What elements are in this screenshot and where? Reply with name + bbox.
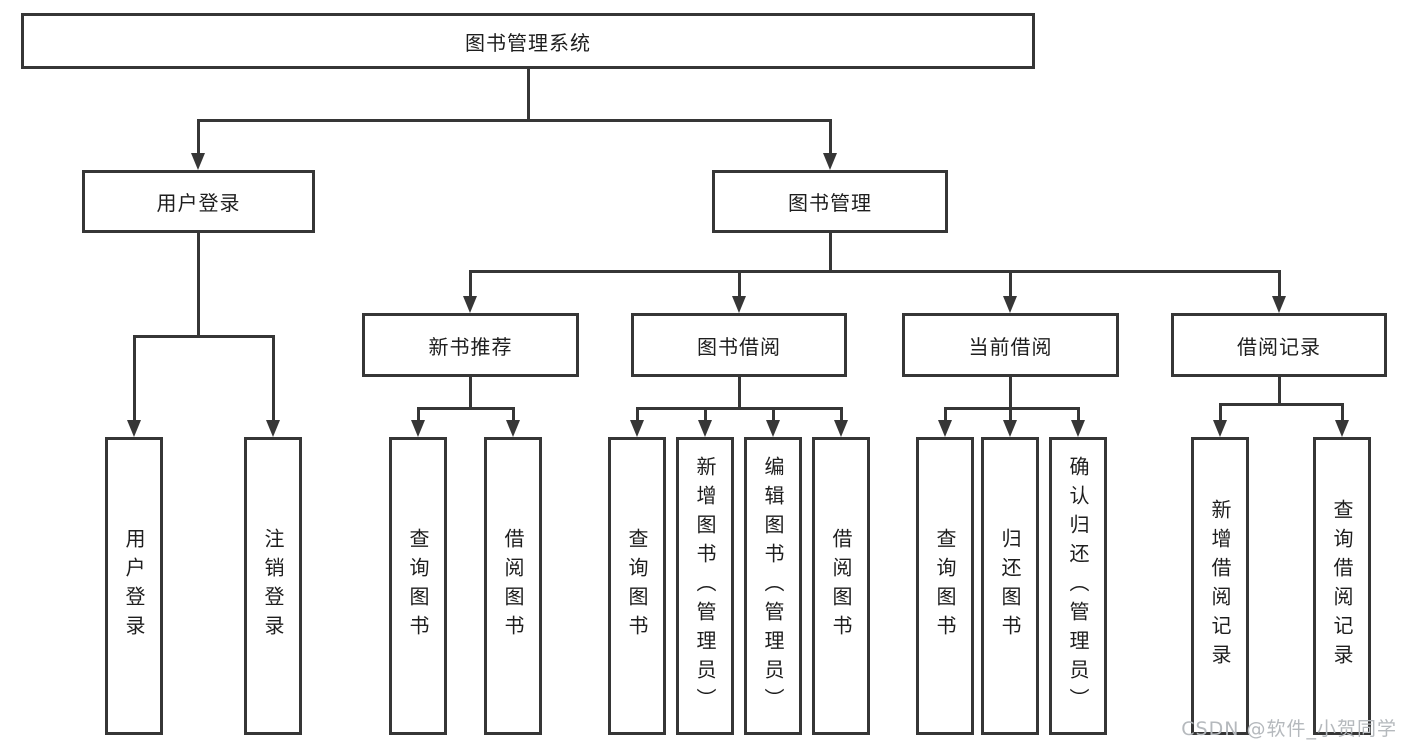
arrow-down-icon — [766, 420, 780, 437]
node-new-book-recommend: 新书推荐 — [362, 313, 579, 377]
connector-line — [527, 68, 530, 119]
leaf-query-borrow-record-label: 查询借阅记录 — [1330, 499, 1354, 673]
connector-line — [738, 270, 741, 297]
arrow-down-icon — [1003, 420, 1017, 437]
leaf-edit-book-admin: 编辑图书（管理员） — [744, 437, 802, 735]
leaf-confirm-return-admin-label: 确认归还（管理员） — [1066, 455, 1090, 717]
node-borrow-records-label: 借阅记录 — [1237, 334, 1321, 359]
leaf-add-book-admin-label: 新增图书（管理员） — [693, 455, 717, 717]
leaf-query-books-current-label: 查询图书 — [933, 528, 957, 644]
connector-line — [636, 407, 843, 410]
leaf-query-borrow-record: 查询借阅记录 — [1313, 437, 1371, 735]
node-book-management-label: 图书管理 — [788, 191, 872, 215]
connector-line — [197, 233, 200, 335]
leaf-borrow-books-recommend-label: 借阅图书 — [501, 528, 525, 644]
connector-line — [738, 377, 741, 407]
leaf-return-books-label: 归还图书 — [998, 528, 1022, 644]
connector-line — [944, 407, 1080, 410]
arrow-down-icon — [411, 420, 425, 437]
connector-line — [1341, 403, 1344, 421]
connector-line — [1219, 403, 1343, 406]
leaf-query-books-recommend-label: 查询图书 — [406, 528, 430, 644]
connector-line — [469, 270, 472, 297]
connector-line — [829, 233, 832, 270]
node-book-borrowing-label: 图书借阅 — [697, 334, 781, 359]
node-root: 图书管理系统 — [21, 13, 1035, 69]
leaf-edit-book-admin-label: 编辑图书（管理员） — [761, 455, 785, 717]
arrow-down-icon — [127, 420, 141, 437]
arrow-down-icon — [823, 153, 837, 170]
node-user-login-label: 用户登录 — [156, 191, 241, 215]
node-user-login: 用户登录 — [82, 170, 315, 233]
arrow-down-icon — [834, 420, 848, 437]
connector-line — [1009, 270, 1012, 297]
connector-line — [1278, 377, 1281, 404]
arrow-down-icon — [938, 420, 952, 437]
csdn-watermark: CSDN @软件_小贺同学 — [1181, 718, 1397, 740]
connector-line — [704, 407, 707, 421]
connector-line — [133, 335, 136, 421]
arrow-down-icon — [630, 420, 644, 437]
leaf-query-books-borrow-label: 查询图书 — [625, 528, 649, 644]
arrow-down-icon — [1071, 420, 1085, 437]
leaf-add-book-admin: 新增图书（管理员） — [676, 437, 734, 735]
connector-line — [840, 407, 843, 421]
connector-line — [1077, 407, 1080, 421]
leaf-borrow-books-recommend: 借阅图书 — [484, 437, 542, 735]
connector-line — [829, 119, 832, 155]
connector-line — [417, 407, 420, 421]
leaf-logout-label: 注销登录 — [261, 528, 285, 644]
leaf-confirm-return-admin: 确认归还（管理员） — [1049, 437, 1107, 735]
connector-line — [1009, 407, 1012, 421]
leaf-borrow-books: 借阅图书 — [812, 437, 870, 735]
arrow-down-icon — [1272, 296, 1286, 313]
connector-line — [197, 119, 831, 122]
arrow-down-icon — [698, 420, 712, 437]
connector-line — [1009, 377, 1012, 407]
node-new-book-recommend-label: 新书推荐 — [428, 334, 513, 359]
connector-line — [417, 407, 515, 410]
node-book-management: 图书管理 — [712, 170, 948, 233]
connector-line — [1278, 270, 1281, 297]
arrow-down-icon — [1003, 296, 1017, 313]
arrow-down-icon — [1335, 420, 1349, 437]
node-book-borrowing: 图书借阅 — [631, 313, 847, 377]
connector-line — [1219, 403, 1222, 421]
arrow-down-icon — [191, 153, 205, 170]
leaf-query-books-borrow: 查询图书 — [608, 437, 666, 735]
arrow-down-icon — [732, 296, 746, 313]
arrow-down-icon — [463, 296, 477, 313]
node-root-label: 图书管理系统 — [465, 30, 591, 55]
connector-line — [772, 407, 775, 421]
connector-line — [944, 407, 947, 421]
leaf-borrow-books-label: 借阅图书 — [829, 528, 853, 644]
leaf-user-login-label: 用户登录 — [122, 528, 146, 644]
connector-line — [469, 270, 1281, 273]
node-borrow-records: 借阅记录 — [1171, 313, 1387, 377]
arrow-down-icon — [1213, 420, 1227, 437]
connector-line — [197, 119, 200, 155]
connector-line — [512, 407, 515, 421]
node-current-borrowing-label: 当前借阅 — [968, 334, 1053, 359]
arrow-down-icon — [266, 420, 280, 437]
leaf-logout: 注销登录 — [244, 437, 302, 735]
leaf-query-books-recommend: 查询图书 — [389, 437, 447, 735]
leaf-add-borrow-record-label: 新增借阅记录 — [1208, 499, 1232, 673]
leaf-return-books: 归还图书 — [981, 437, 1039, 735]
leaf-query-books-current: 查询图书 — [916, 437, 974, 735]
connector-line — [272, 335, 275, 421]
connector-line — [469, 377, 472, 407]
leaf-user-login: 用户登录 — [105, 437, 163, 735]
arrow-down-icon — [506, 420, 520, 437]
connector-line — [636, 407, 639, 421]
node-current-borrowing: 当前借阅 — [902, 313, 1119, 377]
connector-line — [133, 335, 275, 338]
leaf-add-borrow-record: 新增借阅记录 — [1191, 437, 1249, 735]
